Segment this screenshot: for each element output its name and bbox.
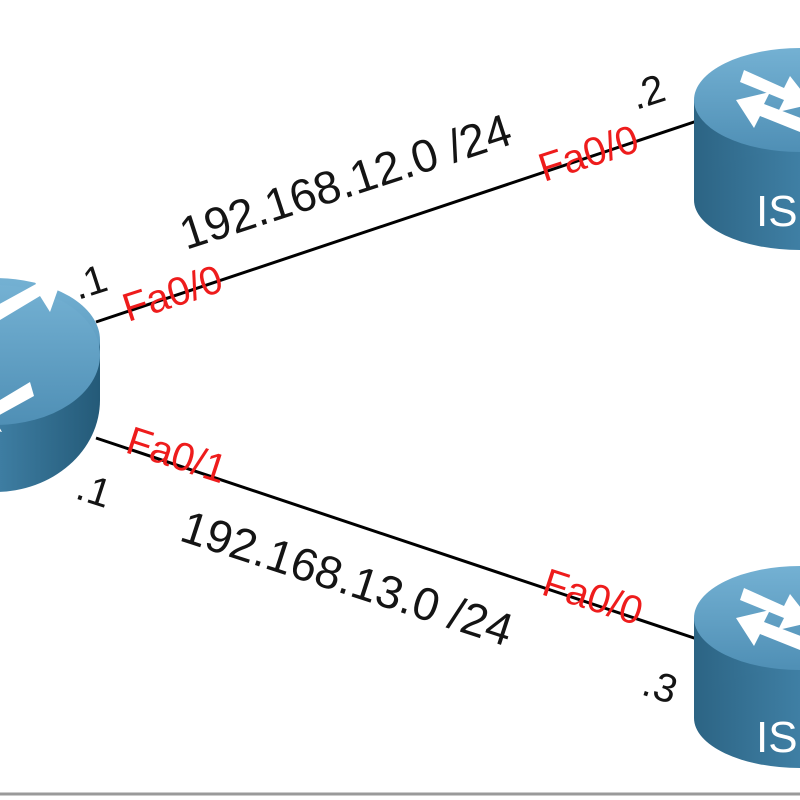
interface-r1-link2: Fa0/1 [121,419,232,492]
router-r3-name: IS [756,713,798,762]
router-r3[interactable]: IS [694,566,800,768]
interface-r1-link1: Fa0/0 [117,257,228,330]
router-r2[interactable]: IS [694,48,800,250]
router-arrows-icon [0,270,62,432]
router-r1[interactable] [0,270,100,492]
host-r1-link2: .1 [71,465,116,517]
router-arrows-icon [736,70,800,132]
interface-r2-link1: Fa0/0 [533,117,644,190]
router-arrows-icon [736,588,800,650]
link-line-r1-r2 [95,118,701,324]
link-line-r1-r3 [95,436,701,642]
interface-r3-link2: Fa0/0 [537,561,648,634]
router-r2-name: IS [756,187,798,236]
host-r3-link2: .3 [637,661,682,713]
host-r2-link1: .2 [625,66,670,118]
network-label-link1: 192.168.12.0 /24 [173,103,517,259]
